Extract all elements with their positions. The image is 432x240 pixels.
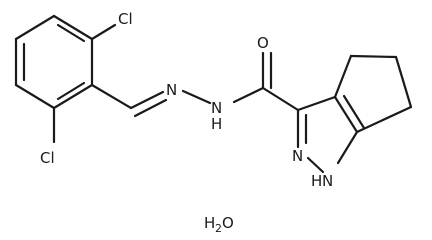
bond-ch-n-2 xyxy=(133,98,168,118)
bond-n-nh xyxy=(181,89,212,105)
bond-n1-n2 xyxy=(306,156,325,174)
hydrate-h: H xyxy=(204,214,215,232)
bond-c7a-n1 xyxy=(336,130,359,165)
bond-ring-c1-c2 xyxy=(52,14,94,41)
bond-c-cl-top xyxy=(90,23,117,41)
bond-c4-c5 xyxy=(349,54,398,59)
hydrate-label: H 2 O xyxy=(204,214,234,235)
bond-co-c3 xyxy=(261,86,300,112)
hydrate-o: O xyxy=(222,214,234,232)
bond-ring-c6-c1 xyxy=(14,14,56,41)
atom-n-pyrazole-1: N xyxy=(322,172,333,190)
bond-ring-inner-1 xyxy=(56,23,86,43)
atom-n-imine: N xyxy=(166,81,177,99)
bonds xyxy=(14,14,413,174)
bond-c3a-c7a-1 xyxy=(333,95,359,134)
atom-o-carbonyl: O xyxy=(257,34,269,52)
bond-c3-c3a xyxy=(296,95,337,112)
bond-c-ch xyxy=(90,83,133,110)
bond-c6-c7a xyxy=(355,105,413,134)
atom-labels: Cl Cl N N H O N H N xyxy=(40,10,333,190)
hydrate-subscript: 2 xyxy=(215,222,222,235)
atom-n-pyrazole-2: N xyxy=(292,147,303,165)
bond-ch-n-1 xyxy=(129,90,165,110)
atom-cl-top: Cl xyxy=(118,10,133,28)
atom-h-amide: H xyxy=(211,115,222,133)
bond-ring-c4-c5 xyxy=(14,83,56,110)
bond-nh-co xyxy=(232,86,265,104)
bond-ring-inner-2 xyxy=(56,81,86,101)
atom-cl-bottom: Cl xyxy=(40,149,55,167)
bond-ring-c3-c4 xyxy=(52,83,94,110)
bond-c3a-c7a-2 xyxy=(342,94,366,130)
atom-n-amide: N xyxy=(211,99,222,117)
atom-h-pyrazole: H xyxy=(311,172,322,190)
bond-c3a-c4 xyxy=(333,54,353,99)
bond-c5-c6 xyxy=(394,55,413,109)
